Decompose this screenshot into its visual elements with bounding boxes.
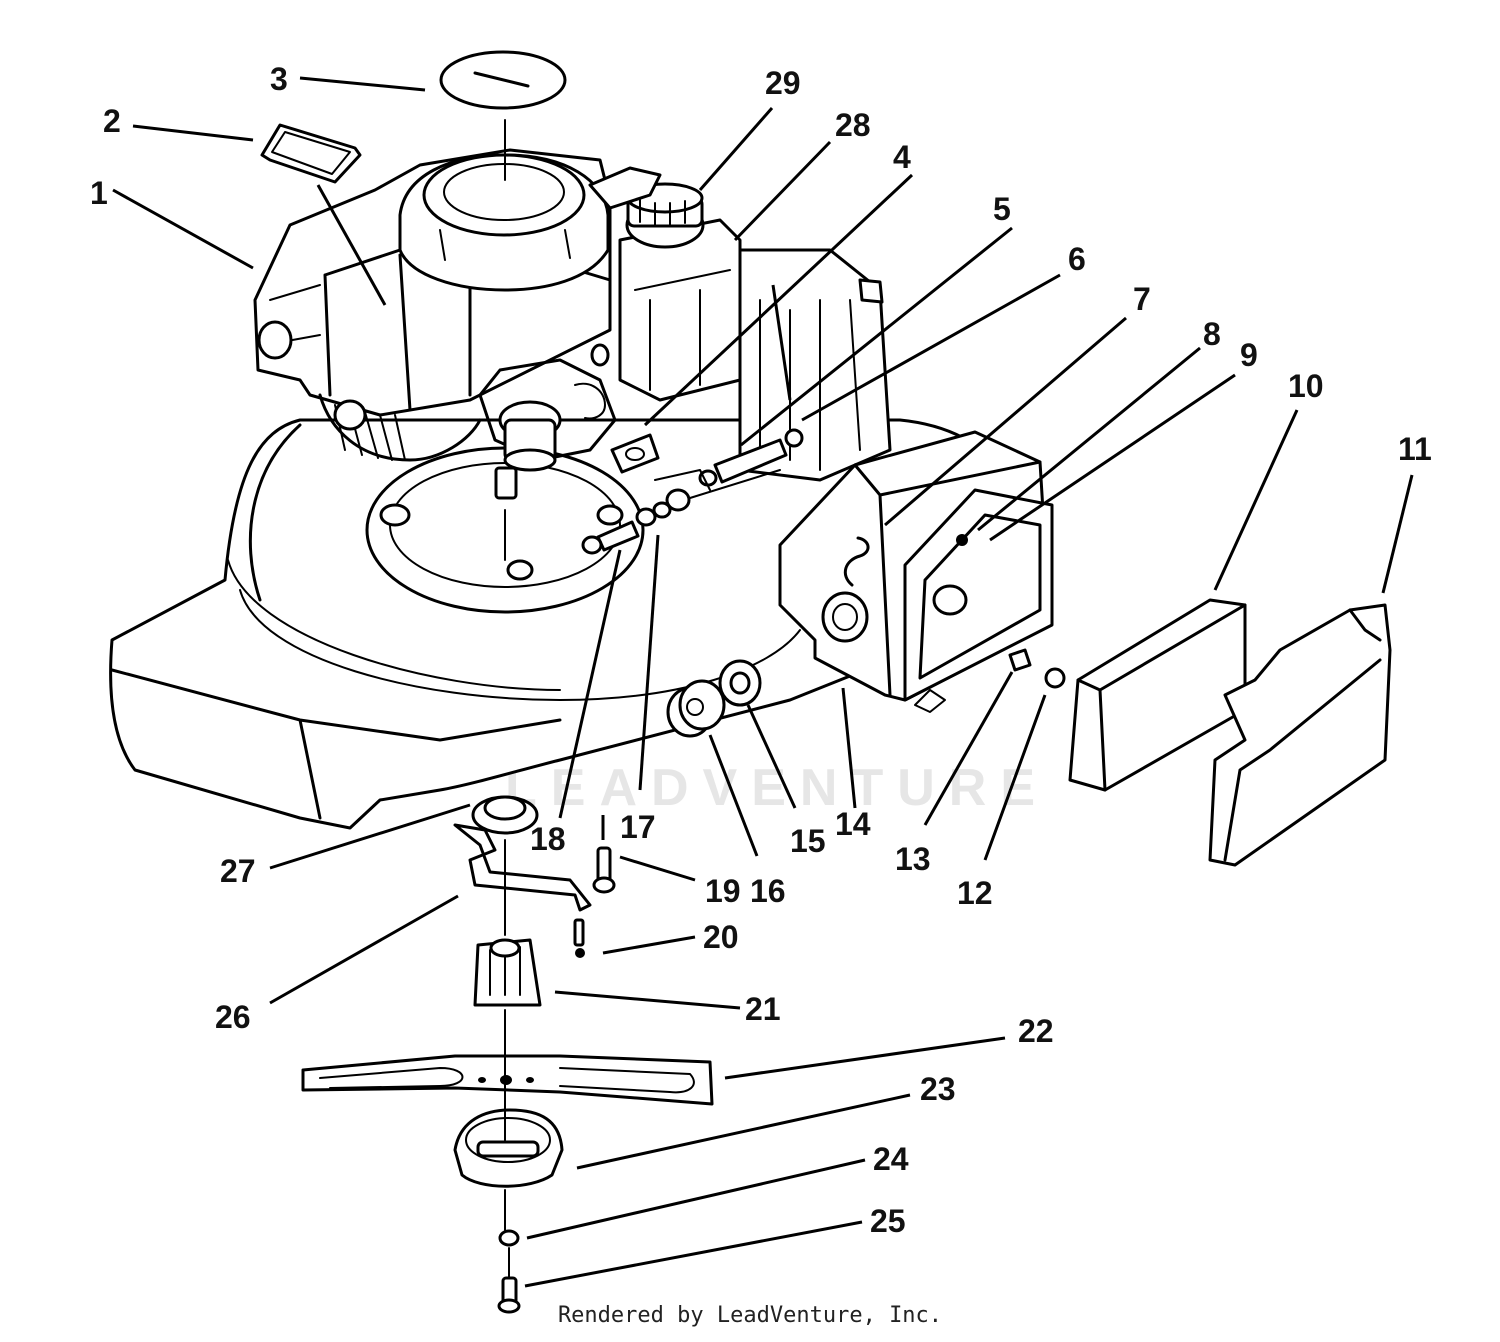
callout-5: 5 <box>993 191 1011 227</box>
callout-10: 10 <box>1288 368 1324 404</box>
bag-cover <box>1208 603 1392 867</box>
callout-labels: 1 2 3 4 5 6 7 8 9 10 11 12 13 14 15 16 1… <box>90 61 1432 1239</box>
callout-25: 25 <box>870 1203 906 1239</box>
callout-17: 17 <box>620 809 656 845</box>
callout-16: 16 <box>750 873 786 909</box>
bag-housing <box>778 430 1054 713</box>
callout-27: 27 <box>220 853 256 889</box>
callout-14: 14 <box>835 806 871 842</box>
callout-4: 4 <box>893 139 911 175</box>
callout-29: 29 <box>765 65 801 101</box>
decal-2 <box>260 123 362 184</box>
callout-19: 19 <box>705 873 741 909</box>
callout-1: 1 <box>90 175 108 211</box>
callout-21: 21 <box>745 991 781 1027</box>
callout-12: 12 <box>957 875 993 911</box>
callout-22: 22 <box>1018 1013 1054 1049</box>
assembly-axis <box>504 119 510 1279</box>
callout-9: 9 <box>1240 337 1258 373</box>
credit-line: Rendered by LeadVenture, Inc. <box>557 1303 943 1328</box>
washer-15 <box>718 659 762 707</box>
callout-24: 24 <box>873 1141 909 1177</box>
callout-28: 28 <box>835 107 871 143</box>
bolts-and-spacers <box>581 428 804 555</box>
callout-18: 18 <box>530 821 566 857</box>
leader-lines <box>112 76 1414 1288</box>
engine-assembly <box>253 148 892 500</box>
callout-7: 7 <box>1133 281 1151 317</box>
callout-13: 13 <box>895 841 931 877</box>
screw-13 <box>1008 648 1032 672</box>
pulley-16 <box>666 679 726 738</box>
callout-20: 20 <box>703 919 739 955</box>
blade-assembly <box>301 795 714 1314</box>
gasket <box>610 433 660 474</box>
callout-23: 23 <box>920 1071 956 1107</box>
callout-3: 3 <box>270 61 288 97</box>
callout-26: 26 <box>215 999 251 1035</box>
callout-2: 2 <box>103 103 121 139</box>
callout-8: 8 <box>1203 316 1221 352</box>
callout-6: 6 <box>1068 241 1086 277</box>
nut-12 <box>1044 667 1066 689</box>
callout-15: 15 <box>790 823 826 859</box>
callout-11: 11 <box>1398 431 1432 467</box>
